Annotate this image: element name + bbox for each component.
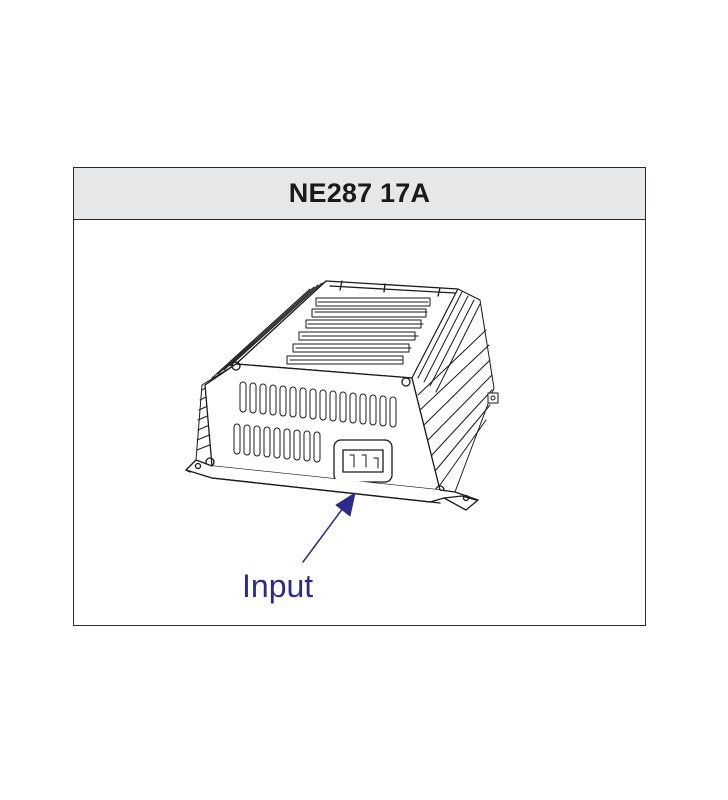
diagram-header: NE287 17A [74,168,645,220]
ac-input-socket [333,439,393,483]
right-heatsink [411,288,499,493]
screw-icon [231,361,241,371]
diagram-frame: NE287 17A [73,167,646,626]
base-plate [185,459,479,511]
model-title: NE287 17A [288,178,431,208]
front-panel [204,361,445,495]
screw-icon [401,377,411,387]
input-callout-arrow [302,492,356,563]
input-callout-label: Input [242,568,314,604]
